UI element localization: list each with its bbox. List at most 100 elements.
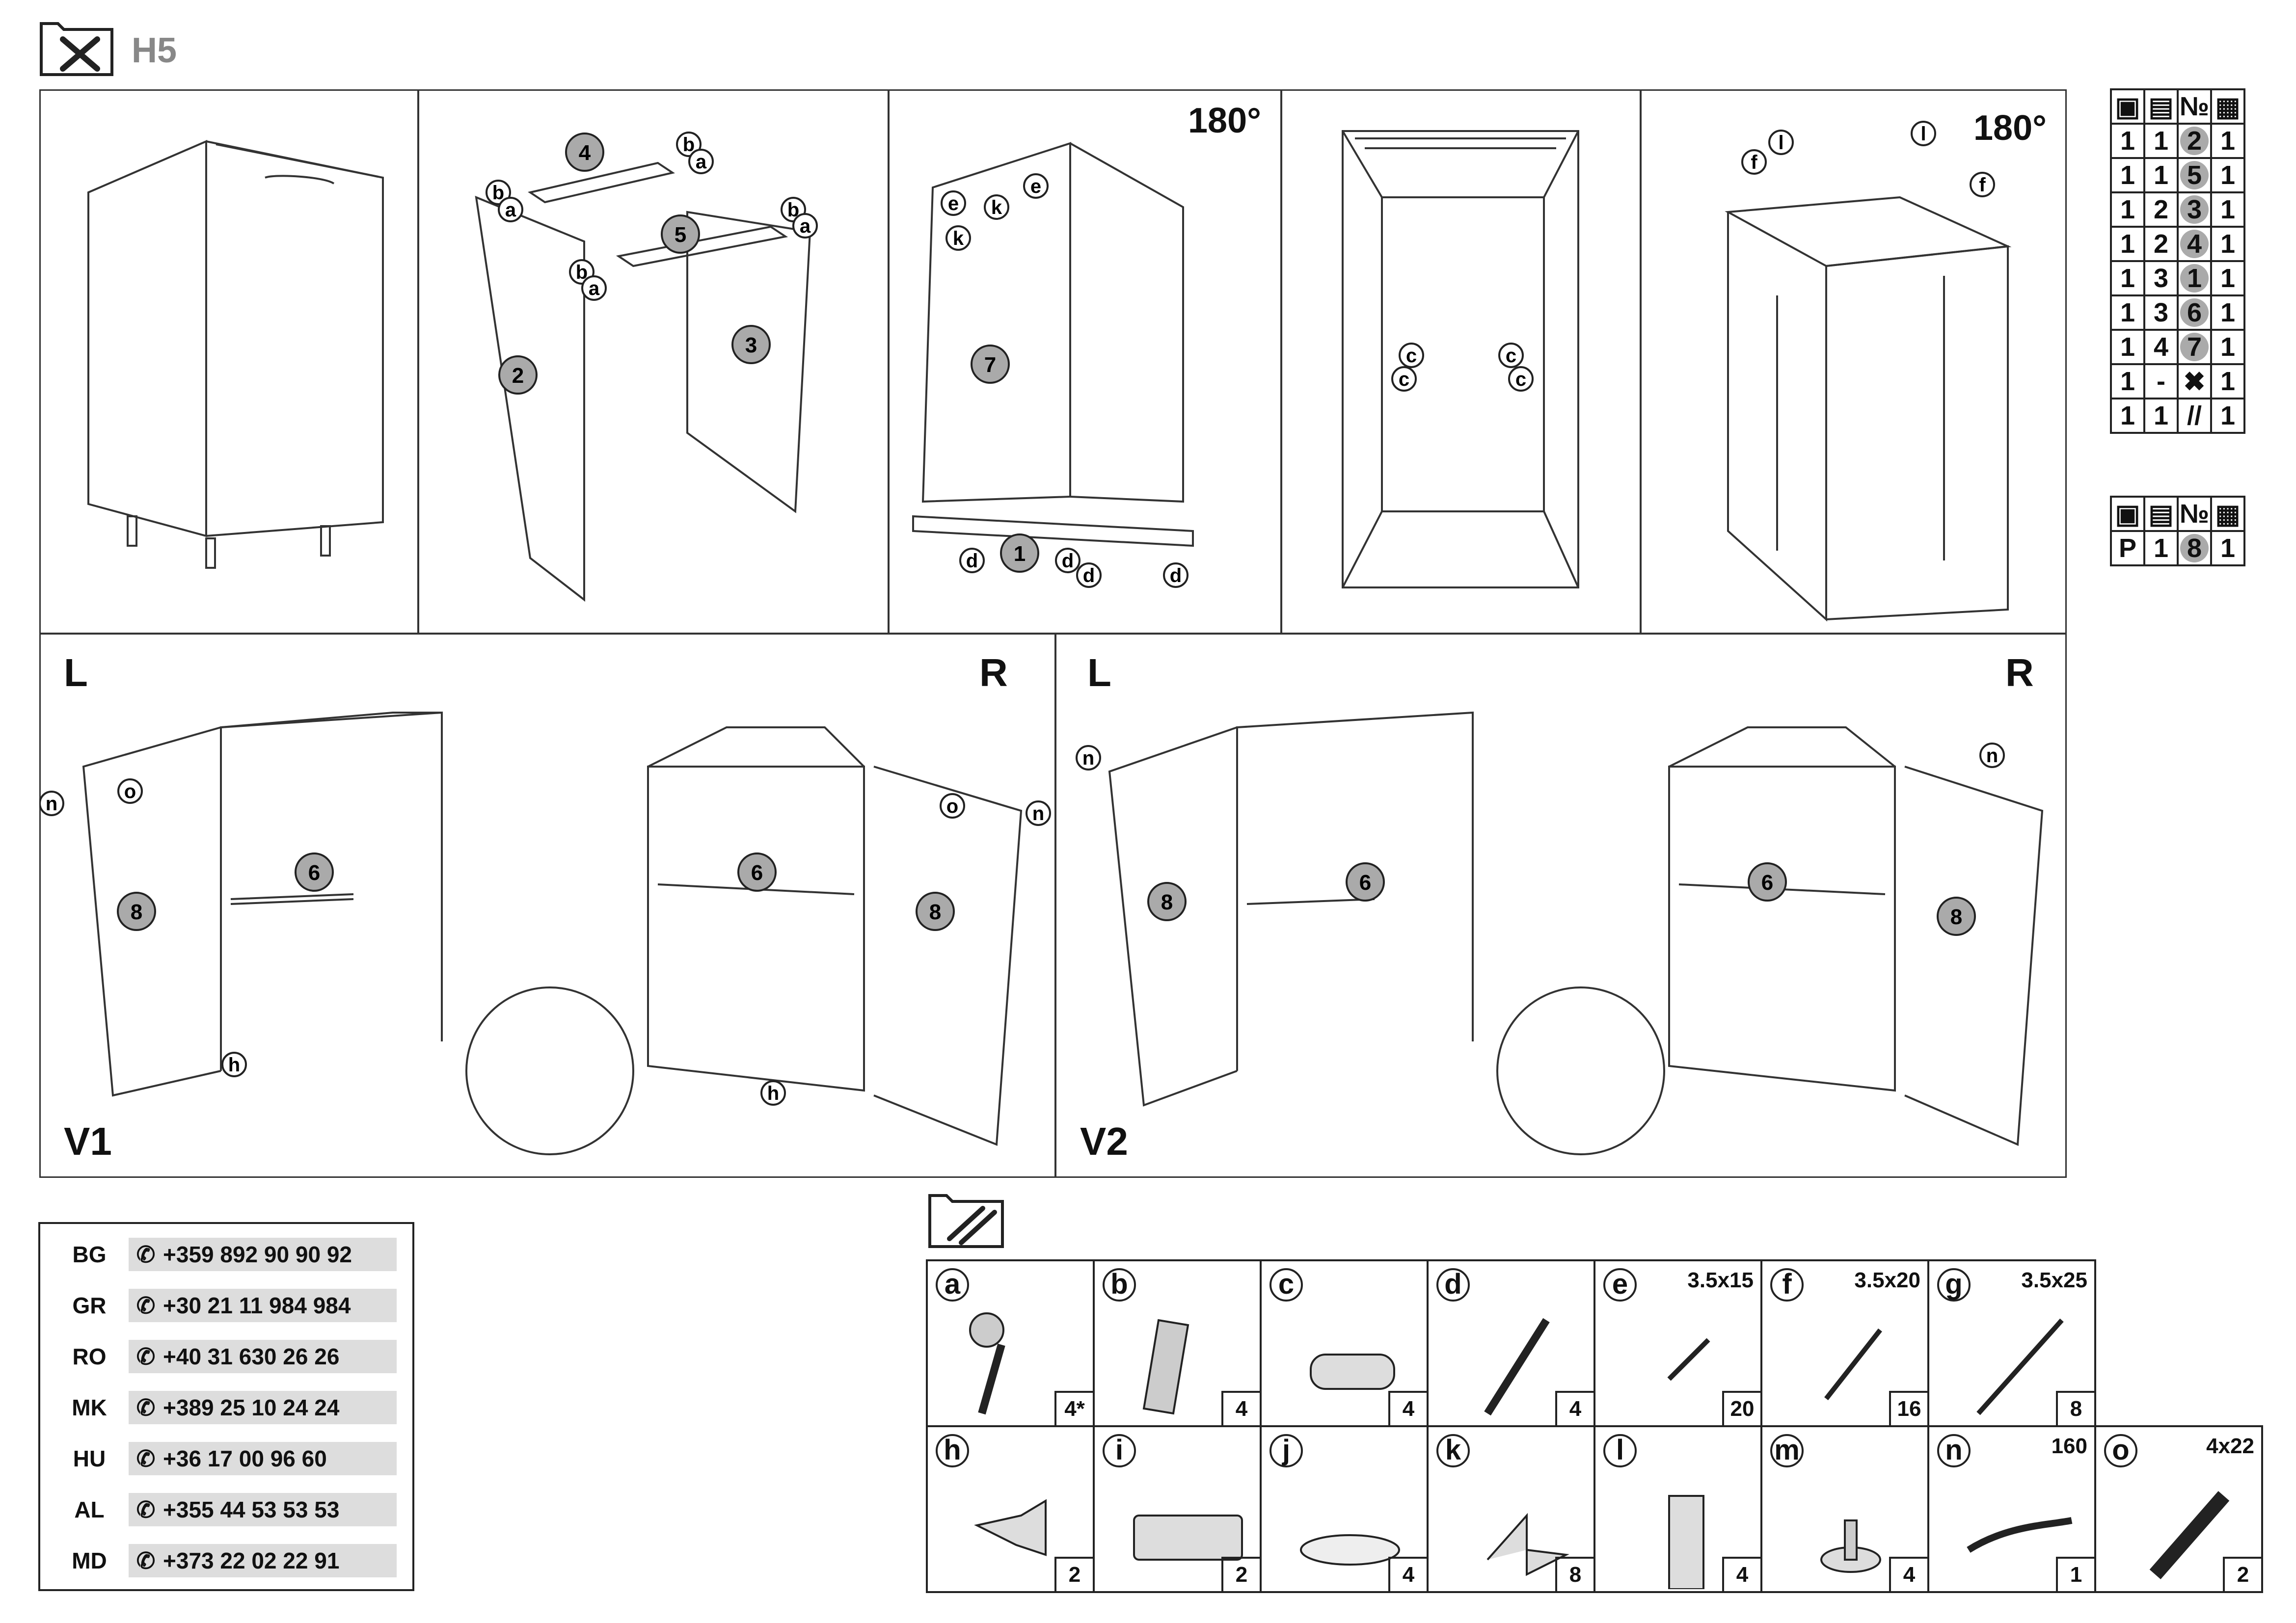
hardware-qty: 4 — [1388, 1557, 1427, 1591]
svg-text:c: c — [1506, 345, 1516, 367]
hardware-h-icon — [974, 1499, 1047, 1556]
hardware-qty: 2 — [2223, 1557, 2261, 1591]
svg-text:c: c — [1406, 345, 1417, 367]
phone-icon: ✆ — [136, 1344, 156, 1369]
svg-text:8: 8 — [929, 900, 941, 924]
rotate-180-label-1: 180° — [1188, 101, 1261, 140]
hardware-size: 160 — [2051, 1434, 2087, 1458]
phone-icon: ✆ — [136, 1446, 156, 1471]
hardware-k-icon — [1486, 1513, 1569, 1576]
box-icon: ▣ — [2110, 496, 2145, 532]
svg-text:8: 8 — [1161, 890, 1173, 914]
rotate-180-label-2: 180° — [1973, 108, 2047, 148]
hardware-letter: a — [936, 1268, 969, 1302]
label-left: L — [64, 651, 88, 694]
svg-text:n: n — [46, 793, 57, 815]
hardware-qty: 20 — [1722, 1391, 1760, 1425]
hardware-letter: h — [936, 1434, 969, 1467]
hardware-qty: 4 — [1555, 1391, 1594, 1425]
svg-text:o: o — [124, 781, 136, 802]
hardware-d-icon — [1484, 1318, 1550, 1416]
phone-icon: ✆ — [136, 1293, 156, 1318]
hardware-c-icon — [1310, 1354, 1395, 1390]
hardware-f-icon — [1824, 1328, 1882, 1401]
hardware-item-e: e 3.5x15 20 — [1594, 1259, 1762, 1427]
svg-text:f: f — [1979, 174, 1986, 196]
label-right: R — [979, 651, 1008, 694]
phone-icon: ✆ — [136, 1395, 156, 1420]
svg-text:l: l — [1920, 123, 1926, 145]
hardware-letter: m — [1770, 1434, 1804, 1467]
number-header: № — [2177, 496, 2212, 532]
tools-icon: ✖ — [2177, 363, 2212, 399]
svg-text:d: d — [1170, 565, 1182, 586]
svg-text:4: 4 — [579, 141, 591, 165]
hardware-l-icon — [1668, 1495, 1704, 1589]
svg-text:3: 3 — [745, 333, 757, 357]
svg-text:a: a — [696, 151, 707, 173]
hardware-qty: 16 — [1889, 1391, 1927, 1425]
svg-text:8: 8 — [131, 900, 142, 924]
svg-text:b: b — [683, 134, 695, 156]
hardware-qty: 1 — [2056, 1557, 2094, 1591]
svg-text:o: o — [946, 796, 958, 817]
hardware-qty: 8 — [1555, 1557, 1594, 1591]
svg-text:7: 7 — [984, 353, 996, 377]
hardware-letter: e — [1603, 1268, 1637, 1302]
hardware-qty: 8 — [2056, 1391, 2094, 1425]
label-right-2: R — [2005, 651, 2034, 694]
svg-text:n: n — [1082, 747, 1094, 769]
svg-text:n: n — [1986, 745, 1998, 767]
svg-text:k: k — [991, 197, 1002, 218]
hardware-qty: 4 — [1388, 1391, 1427, 1425]
hardware-letter: f — [1770, 1268, 1804, 1302]
svg-text:6: 6 — [308, 861, 320, 885]
step-row-2 — [39, 633, 2067, 1178]
hardware-letter: j — [1270, 1434, 1303, 1467]
svg-text:a: a — [589, 278, 600, 299]
number-header: № — [2177, 88, 2212, 125]
svg-text:c: c — [1399, 369, 1409, 390]
qty-icon: ▦ — [2210, 88, 2245, 125]
hardware-qty: 2 — [1221, 1557, 1260, 1591]
svg-text:e: e — [948, 193, 959, 214]
hardware-size: 3.5x15 — [1687, 1268, 1754, 1292]
hardware-m-icon — [1820, 1519, 1881, 1573]
model-code: H5 — [132, 31, 177, 70]
svg-text:b: b — [787, 199, 799, 221]
service-phones: BG✆+359 892 90 90 92 GR✆+30 21 11 984 98… — [38, 1222, 414, 1591]
svg-text:1: 1 — [1014, 542, 1026, 566]
screws-icon: // — [2177, 398, 2212, 434]
hardware-qty: 4 — [1889, 1557, 1927, 1591]
svg-text:8: 8 — [1950, 905, 1962, 929]
hardware-letter: n — [1937, 1434, 1971, 1467]
svg-text:e: e — [1030, 176, 1041, 197]
svg-text:6: 6 — [1359, 871, 1371, 895]
hardware-item-n: n 160 1 — [1927, 1425, 2096, 1593]
layers-icon: ▤ — [2143, 88, 2179, 125]
svg-text:6: 6 — [1761, 871, 1773, 895]
hardware-g-icon — [1976, 1318, 2064, 1415]
label-left-2: L — [1087, 651, 1111, 694]
box-icon: ▣ — [2110, 88, 2145, 125]
hardware-o-icon — [2149, 1491, 2230, 1579]
svg-text:b: b — [576, 262, 588, 283]
hardware-letter: i — [1103, 1434, 1136, 1467]
svg-text:h: h — [228, 1054, 240, 1076]
hardware-j-icon — [1300, 1534, 1400, 1566]
svg-text:c: c — [1515, 369, 1526, 390]
hardware-size: 4x22 — [2206, 1434, 2254, 1458]
